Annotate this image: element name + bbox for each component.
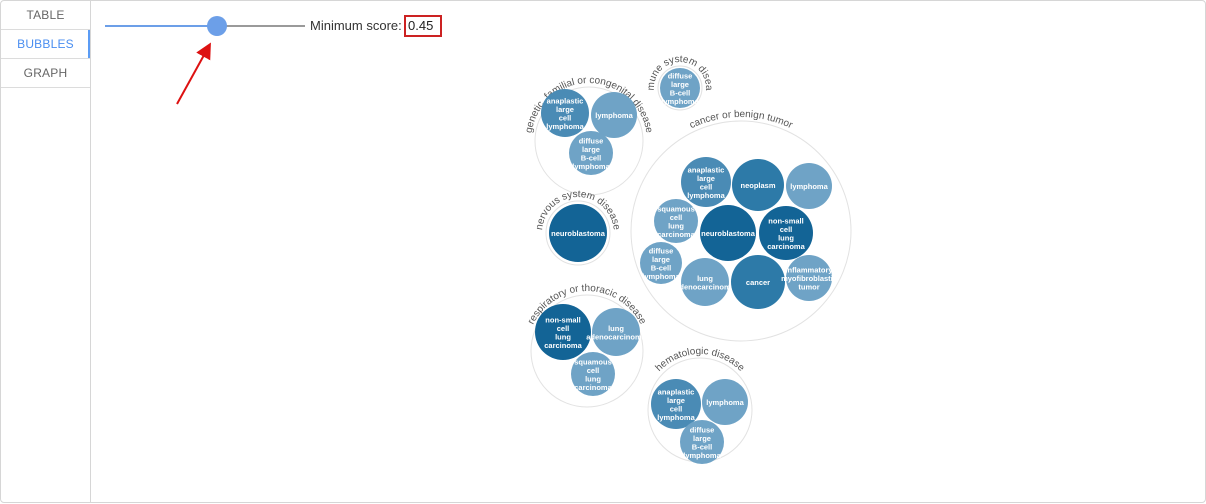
bubble-circle[interactable] [569,131,613,175]
bubble-group: respiratory or thoracic diseasenon-small… [526,283,648,408]
bubble-label: neuroblastoma [701,229,756,238]
bubble-circle[interactable] [541,89,589,137]
tab-bubbles[interactable]: BUBBLES [1,30,90,59]
tab-graph[interactable]: GRAPH [1,59,90,88]
disease-bubble[interactable]: neoplasm [732,159,784,211]
bubble-label: neoplasm [740,181,775,190]
bubble-circle[interactable] [660,68,700,108]
bubble-circle[interactable] [759,206,813,260]
slider-track-filled [105,25,217,27]
bubble-label: lymphoma [595,111,633,120]
disease-bubble[interactable]: cancer [731,255,785,309]
annotation-arrow [176,42,211,105]
min-score-label: Minimum score: [310,18,402,33]
bubble-circle[interactable] [591,92,637,138]
bubble-label: cancer [746,278,770,287]
bubble-circle[interactable] [681,157,731,207]
bubble-circle[interactable] [680,420,724,464]
disease-bubble[interactable]: neuroblastoma [700,205,756,261]
bubble-circle[interactable] [592,308,640,356]
bubble-circle[interactable] [786,255,832,301]
slider-track-empty [217,25,305,27]
bubble-circle[interactable] [535,304,591,360]
bubble-circle[interactable] [654,199,698,243]
bubble-circle[interactable] [786,163,832,209]
min-score-value: 0.45 [404,15,442,37]
bubble-circle[interactable] [549,204,607,262]
bubble-circle[interactable] [732,159,784,211]
group-label: immune system disease [1,1,714,91]
min-score-slider[interactable] [105,13,305,39]
disease-bubble[interactable]: lymphoma [591,92,637,138]
bubble-circle[interactable] [702,379,748,425]
bubble-group: genetic, familial or congenital diseasea… [524,75,654,196]
bubble-label: neuroblastoma [551,229,606,238]
slider-handle[interactable] [207,16,227,36]
bubble-circle[interactable] [731,255,785,309]
bubble-label: lymphoma [706,398,744,407]
bubble-label: lymphoma [790,182,828,191]
disease-bubble[interactable]: neuroblastoma [549,204,607,262]
bubble-circle[interactable] [700,205,756,261]
bubble-circle[interactable] [651,379,701,429]
bubble-circle[interactable] [640,242,682,284]
bubble-circle[interactable] [571,352,615,396]
disease-bubble[interactable]: lymphoma [786,163,832,209]
tab-table[interactable]: TABLE [1,1,90,30]
disease-bubble[interactable]: lymphoma [702,379,748,425]
view-tabs: TABLE BUBBLES GRAPH [1,1,91,502]
bubble-circle[interactable] [681,258,729,306]
